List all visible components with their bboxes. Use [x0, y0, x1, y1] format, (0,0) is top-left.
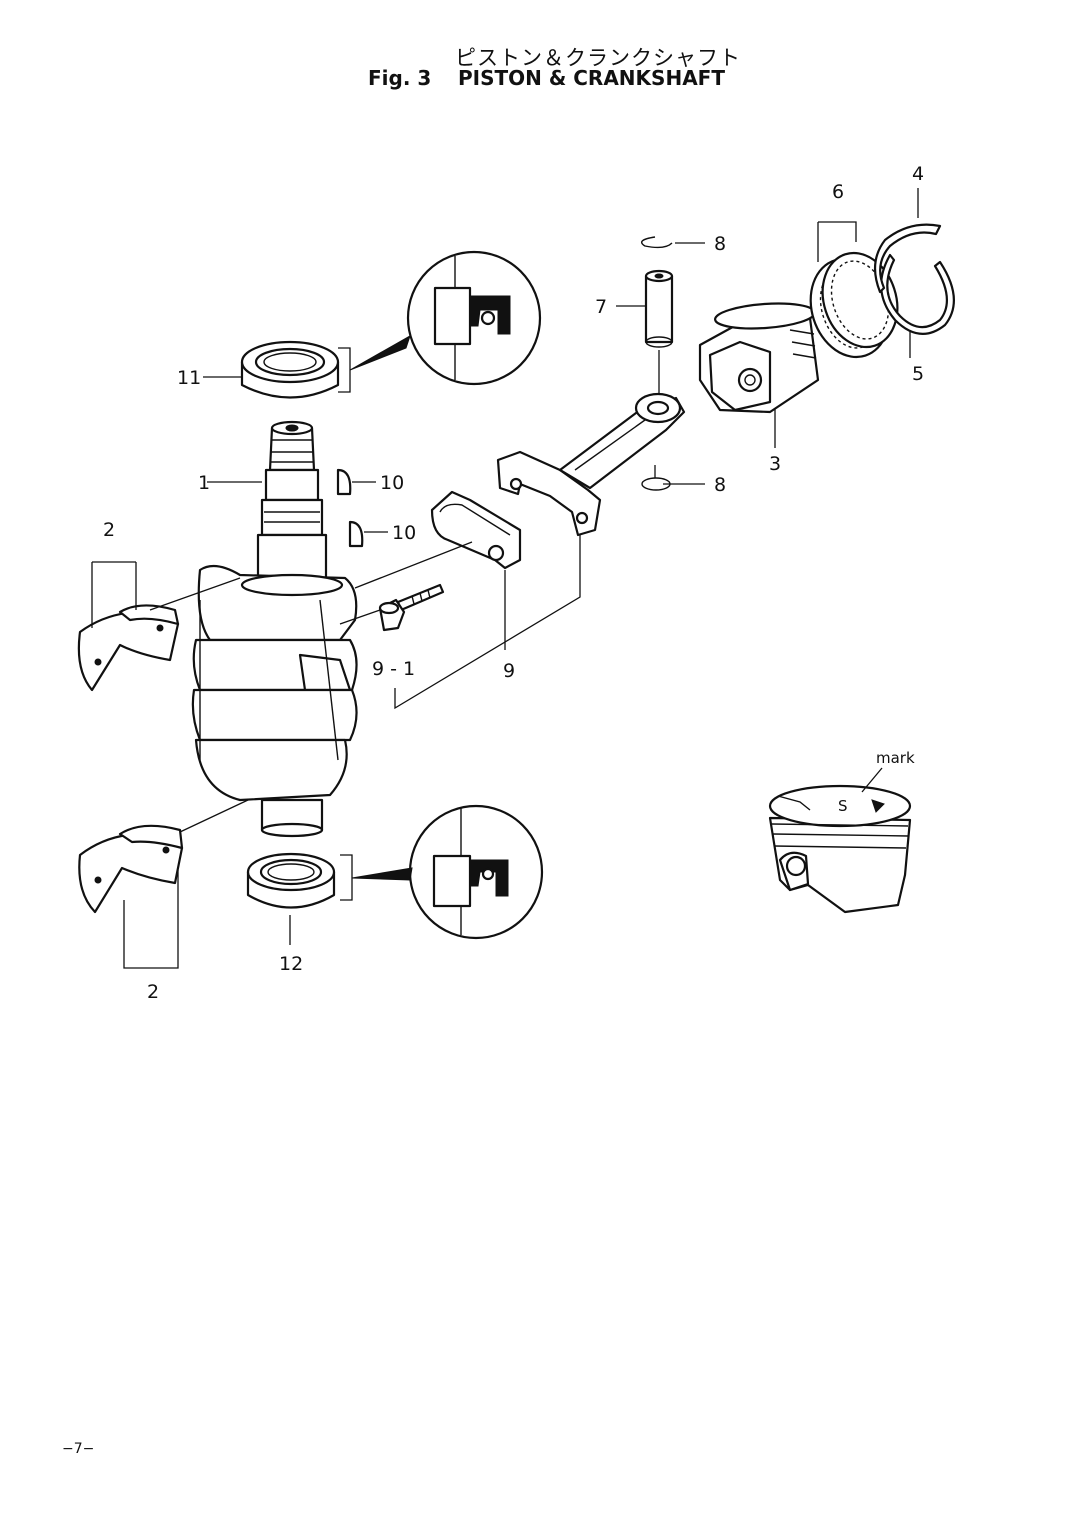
oil-seal-upper [240, 340, 340, 399]
callout-oil-seal-lower: 12 [279, 953, 303, 975]
title-japanese: ピストン＆クランクシャフト [455, 46, 741, 70]
woodruff-key-upper [336, 468, 352, 496]
piston-ring-top [873, 223, 942, 294]
crankshaft [191, 420, 358, 838]
callout-bearing-upper: 2 [103, 519, 115, 541]
callout-clip-lower: 8 [714, 474, 726, 496]
callout-ring-oil: 6 [832, 181, 844, 203]
callout-key-upper: 10 [380, 472, 404, 494]
callout-ring-top: 4 [912, 163, 924, 185]
connecting-rod-bolt [378, 583, 445, 632]
callout-bearing-lower: 2 [147, 981, 159, 1003]
piston-ring-second [880, 253, 955, 335]
seal-detail-lower [408, 804, 544, 940]
callout-rod-bolt: 9 - 1 [372, 658, 415, 680]
callout-crankshaft: 1 [198, 472, 210, 494]
connecting-rod-cap [430, 490, 522, 570]
piston-pin [644, 269, 674, 348]
callout-key-lower: 10 [392, 522, 416, 544]
bearing-shell-lower [78, 824, 184, 914]
callout-ring-second: 5 [912, 363, 924, 385]
piston-mark-label: mark [876, 749, 915, 767]
piston-pin-clip-upper [641, 236, 673, 249]
connecting-rod [496, 392, 686, 537]
callout-piston-pin: 7 [595, 296, 607, 318]
piston-mark-view: S [768, 784, 912, 914]
callout-piston: 3 [769, 453, 781, 475]
woodruff-key-lower [348, 520, 364, 548]
piston [698, 302, 820, 414]
seal-detail-upper [406, 250, 542, 386]
svg-text:S: S [838, 797, 848, 815]
oil-seal-lower [246, 852, 336, 909]
callout-clip-upper: 8 [714, 233, 726, 255]
figure-number: Fig. 3 [368, 66, 432, 90]
callout-oil-seal-upper: 11 [177, 367, 201, 389]
bearing-shell-upper [77, 604, 180, 692]
callout-connecting-rod: 9 [503, 660, 515, 682]
title-english: PISTON & CRANKSHAFT [458, 66, 725, 90]
page-number: −7− [62, 1441, 95, 1457]
